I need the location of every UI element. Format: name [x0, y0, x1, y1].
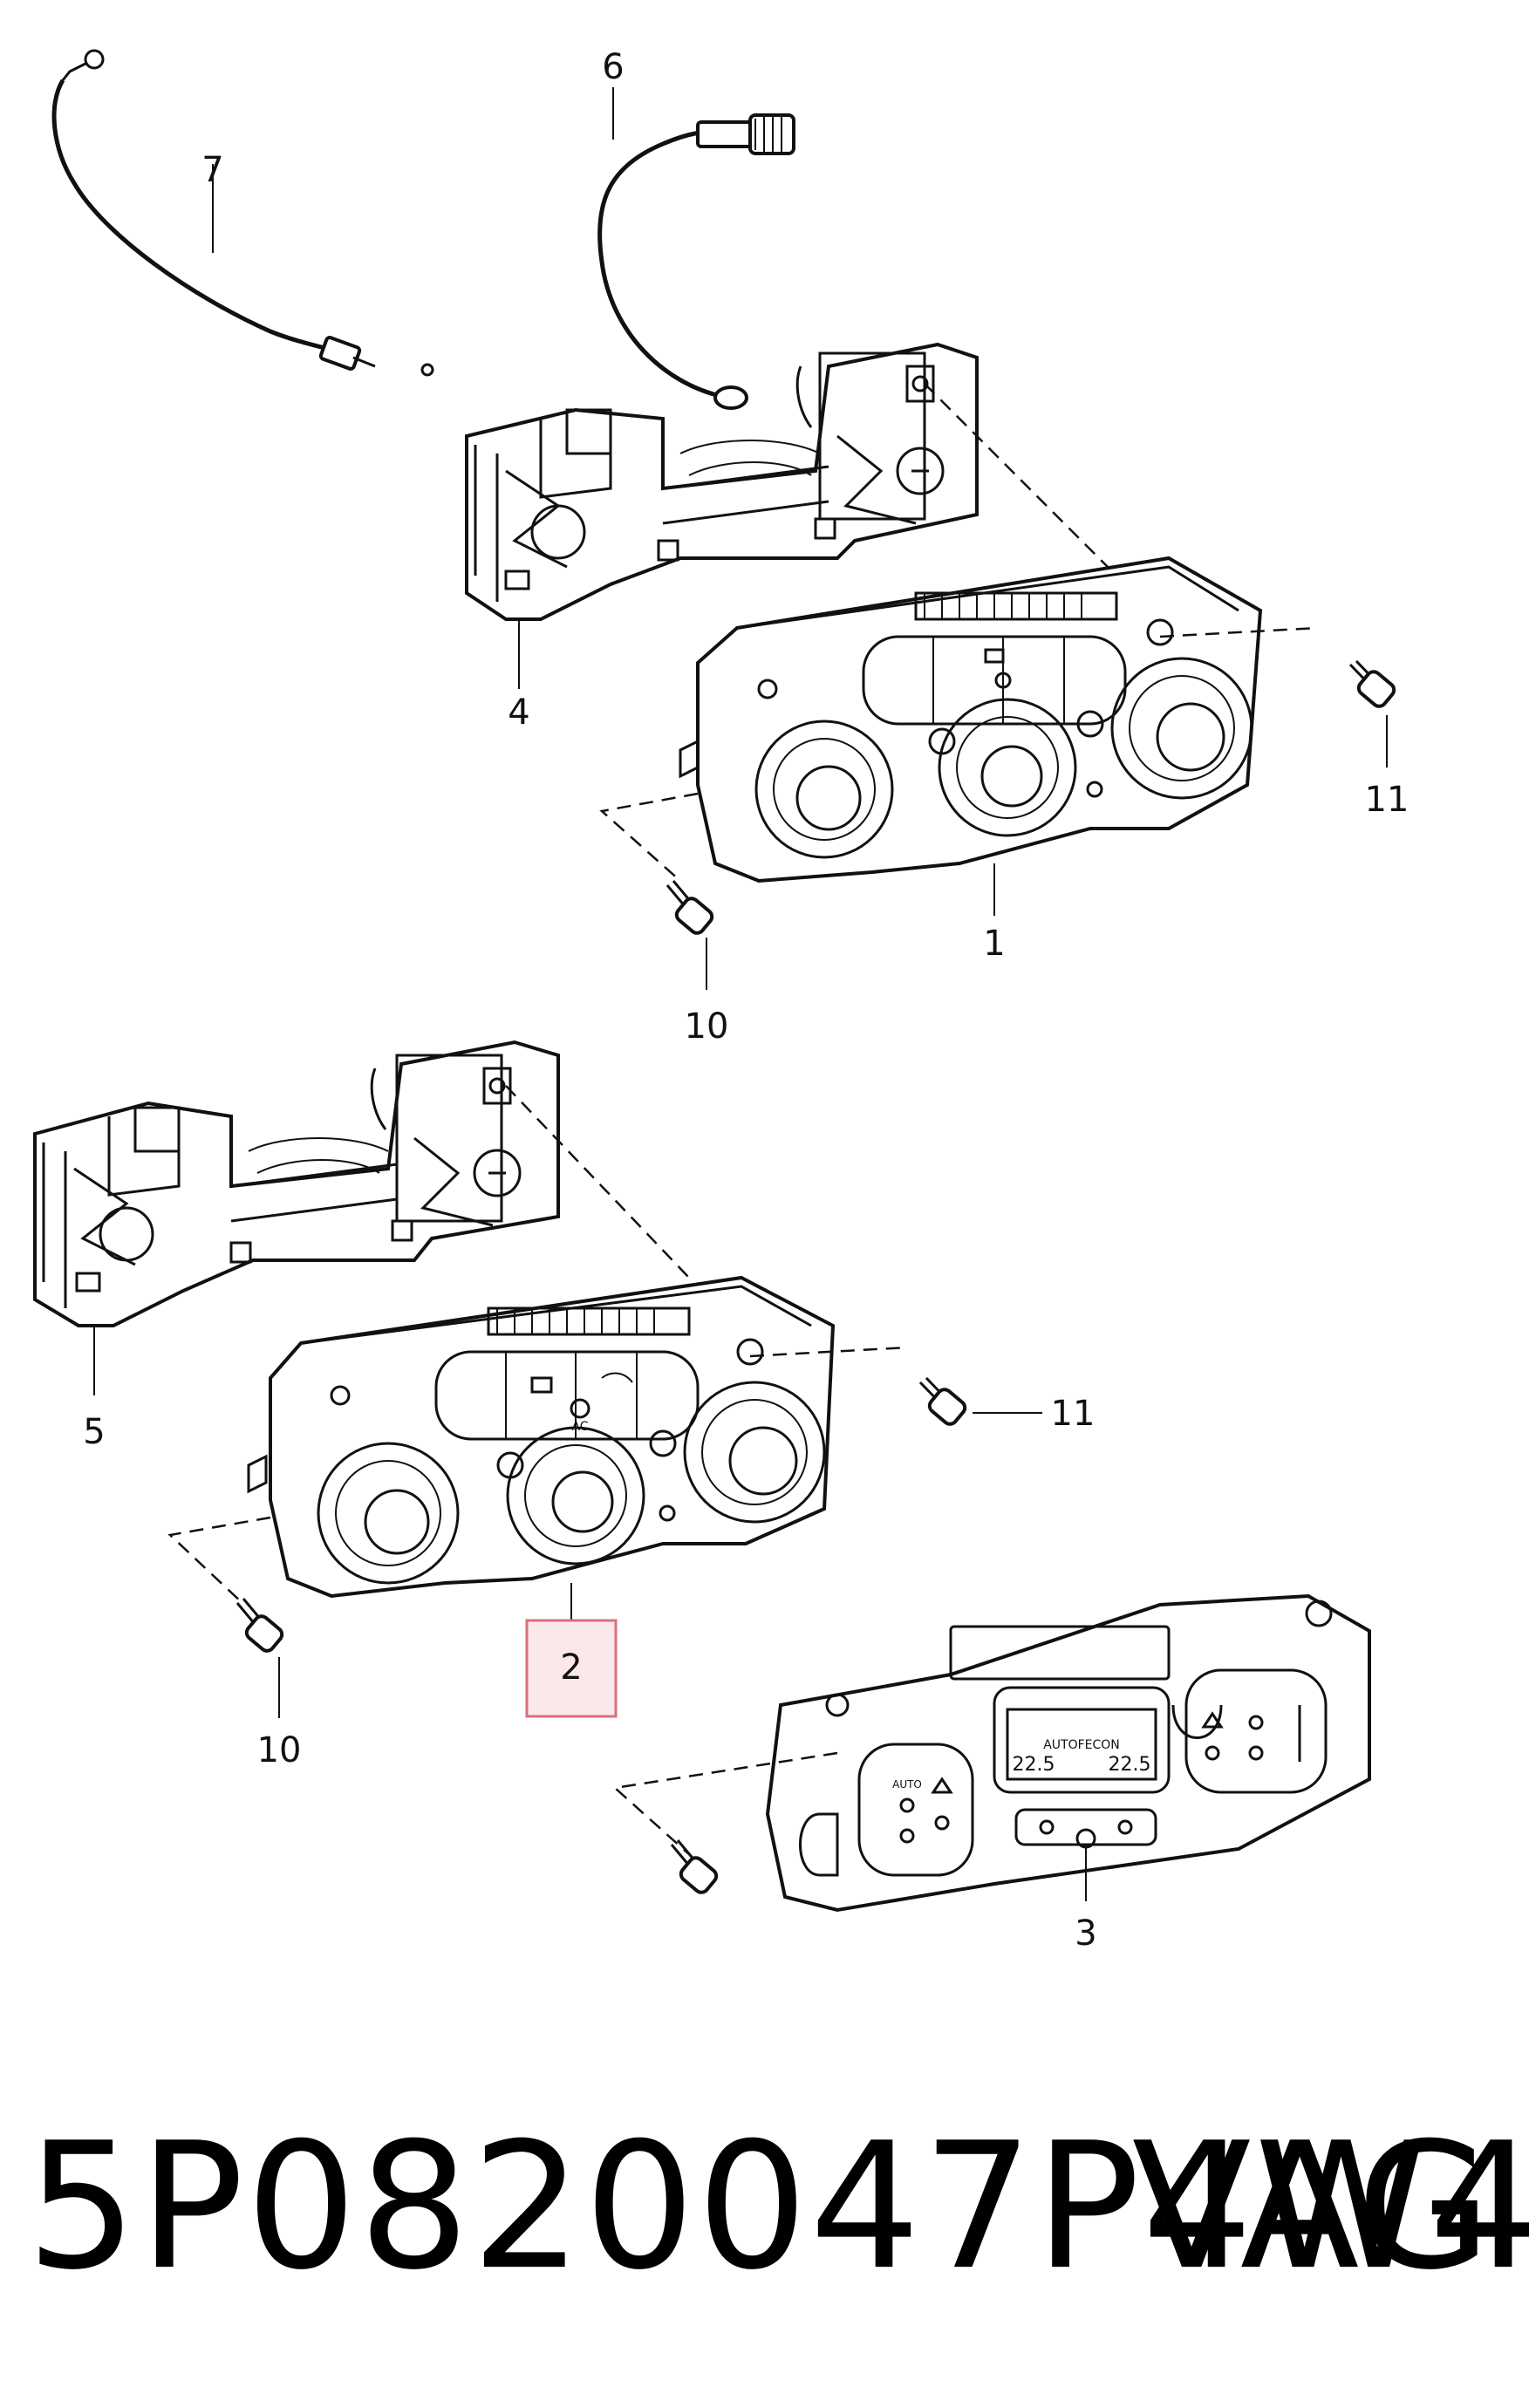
part-number-footer: 5P0820047P4W4 VAG: [26, 2105, 1529, 2309]
guide-upper-right: [1159, 626, 1318, 638]
climatronic-panel-3: AUTOFECON 22.5 22.5 AUTO: [765, 1593, 1371, 1913]
guide-lower-right: [749, 1346, 908, 1358]
callout-5: 5: [83, 1412, 105, 1452]
highlight-box-2[interactable]: [525, 1619, 618, 1718]
bracket-4: [465, 342, 979, 621]
screw-11-lower: [918, 1376, 967, 1426]
guide-lower-left: [167, 1516, 271, 1606]
callout-6: 6: [602, 47, 624, 87]
callout-1: 1: [983, 924, 1005, 964]
callout-10-lower: 10: [257, 1730, 302, 1770]
temp-left-display: 22.5: [1013, 1754, 1055, 1776]
callout-10-upper: 10: [685, 1006, 729, 1047]
cable-6: [597, 113, 795, 410]
control-panel-1: [679, 556, 1263, 883]
guide-upper-left: [599, 792, 699, 882]
screw-10-upper: [666, 880, 714, 935]
callout-11-lower: 11: [1051, 1394, 1096, 1434]
autofecon-label: AUTOFECON: [1043, 1738, 1120, 1752]
cable-7: [51, 49, 434, 377]
screw-11-upper: [1348, 659, 1396, 708]
guide-lower-climatronic: [612, 1751, 838, 1863]
guide-upper-bracket: [924, 383, 1109, 568]
screw-10-lower: [235, 1598, 284, 1653]
temp-right-display: 22.5: [1109, 1754, 1151, 1776]
control-panel-2: AC: [247, 1275, 836, 1599]
screw-climatronic: [670, 1839, 719, 1894]
part-number: 5P0820047P4W4: [26, 2104, 1529, 2309]
callout-7: 7: [201, 150, 223, 190]
callout-4: 4: [508, 692, 529, 733]
callout-11-upper: 11: [1365, 780, 1410, 820]
auto-label: AUTO: [892, 1778, 922, 1791]
brand-name: VAG: [1131, 2104, 1491, 2309]
bracket-5: [33, 1040, 560, 1327]
callout-3: 3: [1075, 1913, 1096, 1954]
callout-2: 2: [560, 1647, 582, 1688]
